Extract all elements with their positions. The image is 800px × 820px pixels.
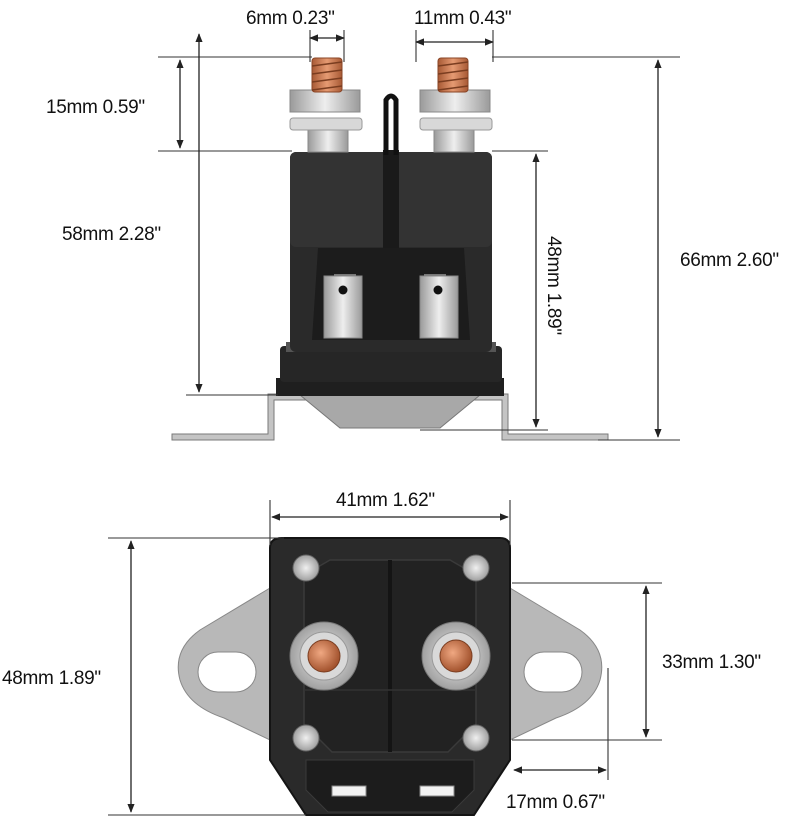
side-terminal-right (419, 57, 493, 153)
screw-bottom-right (462, 724, 490, 752)
label-bracket-height: 33mm 1.30" (662, 652, 761, 673)
top-dimensions (108, 500, 662, 816)
top-spade-left (331, 785, 367, 797)
bracket-slot-right (523, 651, 583, 693)
label-bracket-tab: 17mm 0.67" (506, 792, 605, 813)
screw-top-left (292, 554, 320, 582)
top-terminal-left (289, 621, 359, 691)
side-wire-loop (383, 93, 399, 155)
side-base-cone (298, 394, 482, 429)
label-body-width: 41mm 1.62" (336, 490, 435, 511)
label-body-depth: 48mm 1.89" (2, 668, 101, 689)
side-spade-terminal-left (323, 274, 363, 339)
top-bracket (177, 587, 603, 741)
label-overall-height: 66mm 2.60" (680, 250, 779, 271)
screw-bottom-left (292, 724, 320, 752)
label-stud-height: 15mm 0.59" (46, 97, 145, 118)
screw-top-right (462, 554, 490, 582)
dimension-labels: 6mm 0.23" 11mm 0.43" 15mm 0.59" 58mm 2.2… (2, 8, 779, 813)
side-dimensions (158, 30, 680, 441)
label-housing-height: 48mm 1.89" (543, 236, 564, 335)
side-terminal-left (289, 57, 363, 153)
top-view (177, 537, 603, 816)
side-spade-terminal-right (419, 274, 459, 339)
label-stud-diameter: 6mm 0.23" (246, 8, 335, 29)
label-stud-spacing: 11mm 0.43" (414, 8, 511, 29)
bracket-slot-left (197, 651, 257, 693)
label-body-height: 58mm 2.28" (62, 224, 161, 245)
top-spade-right (419, 785, 455, 797)
side-view (171, 57, 609, 441)
top-terminal-right (421, 621, 491, 691)
side-base-flange (276, 378, 504, 396)
